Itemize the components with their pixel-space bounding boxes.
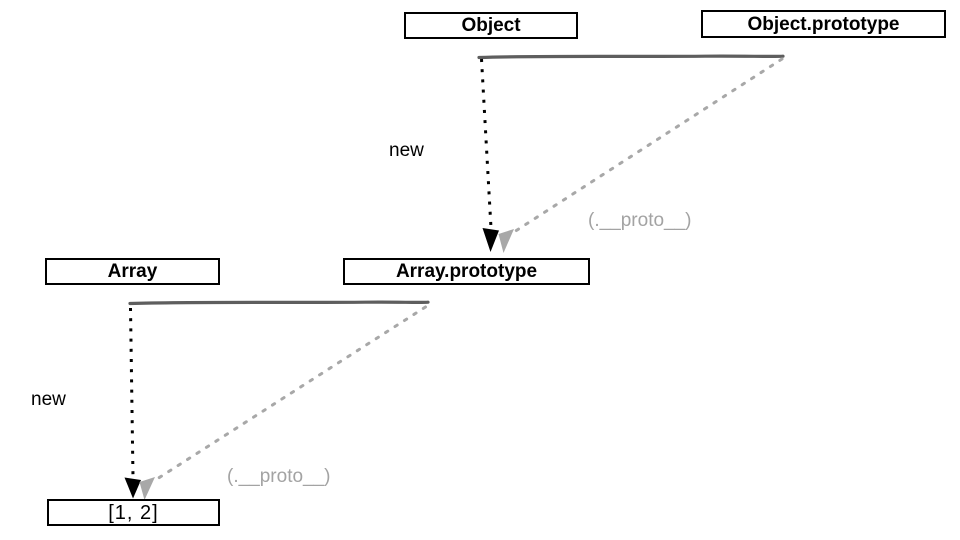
node-array-instance: [1, 2] (47, 499, 220, 526)
sketch-line-top (477, 54, 785, 60)
edge-label-proto-top: (.__proto__) (588, 210, 692, 231)
new-arrowhead-bottom (124, 477, 141, 499)
proto-arrowhead-top (498, 229, 514, 253)
sketch-line-bottom (128, 300, 430, 306)
node-array-prototype: Array.prototype (343, 258, 590, 285)
edge-label-new-bottom: new (31, 389, 66, 410)
node-object: Object (404, 12, 578, 39)
proto-arrow-line-top (512, 57, 784, 234)
node-object-prototype: Object.prototype (701, 10, 946, 38)
edge-label-proto-bottom: (.__proto__) (227, 466, 331, 487)
new-arrow-line-bottom (129, 307, 135, 478)
proto-arrowhead-bottom (139, 477, 155, 500)
edge-label-new-top: new (389, 140, 424, 161)
new-arrow-line-top (480, 58, 493, 229)
node-array: Array (45, 258, 220, 285)
proto-arrow-line-bottom (155, 305, 427, 481)
new-arrowhead-top (482, 228, 499, 252)
